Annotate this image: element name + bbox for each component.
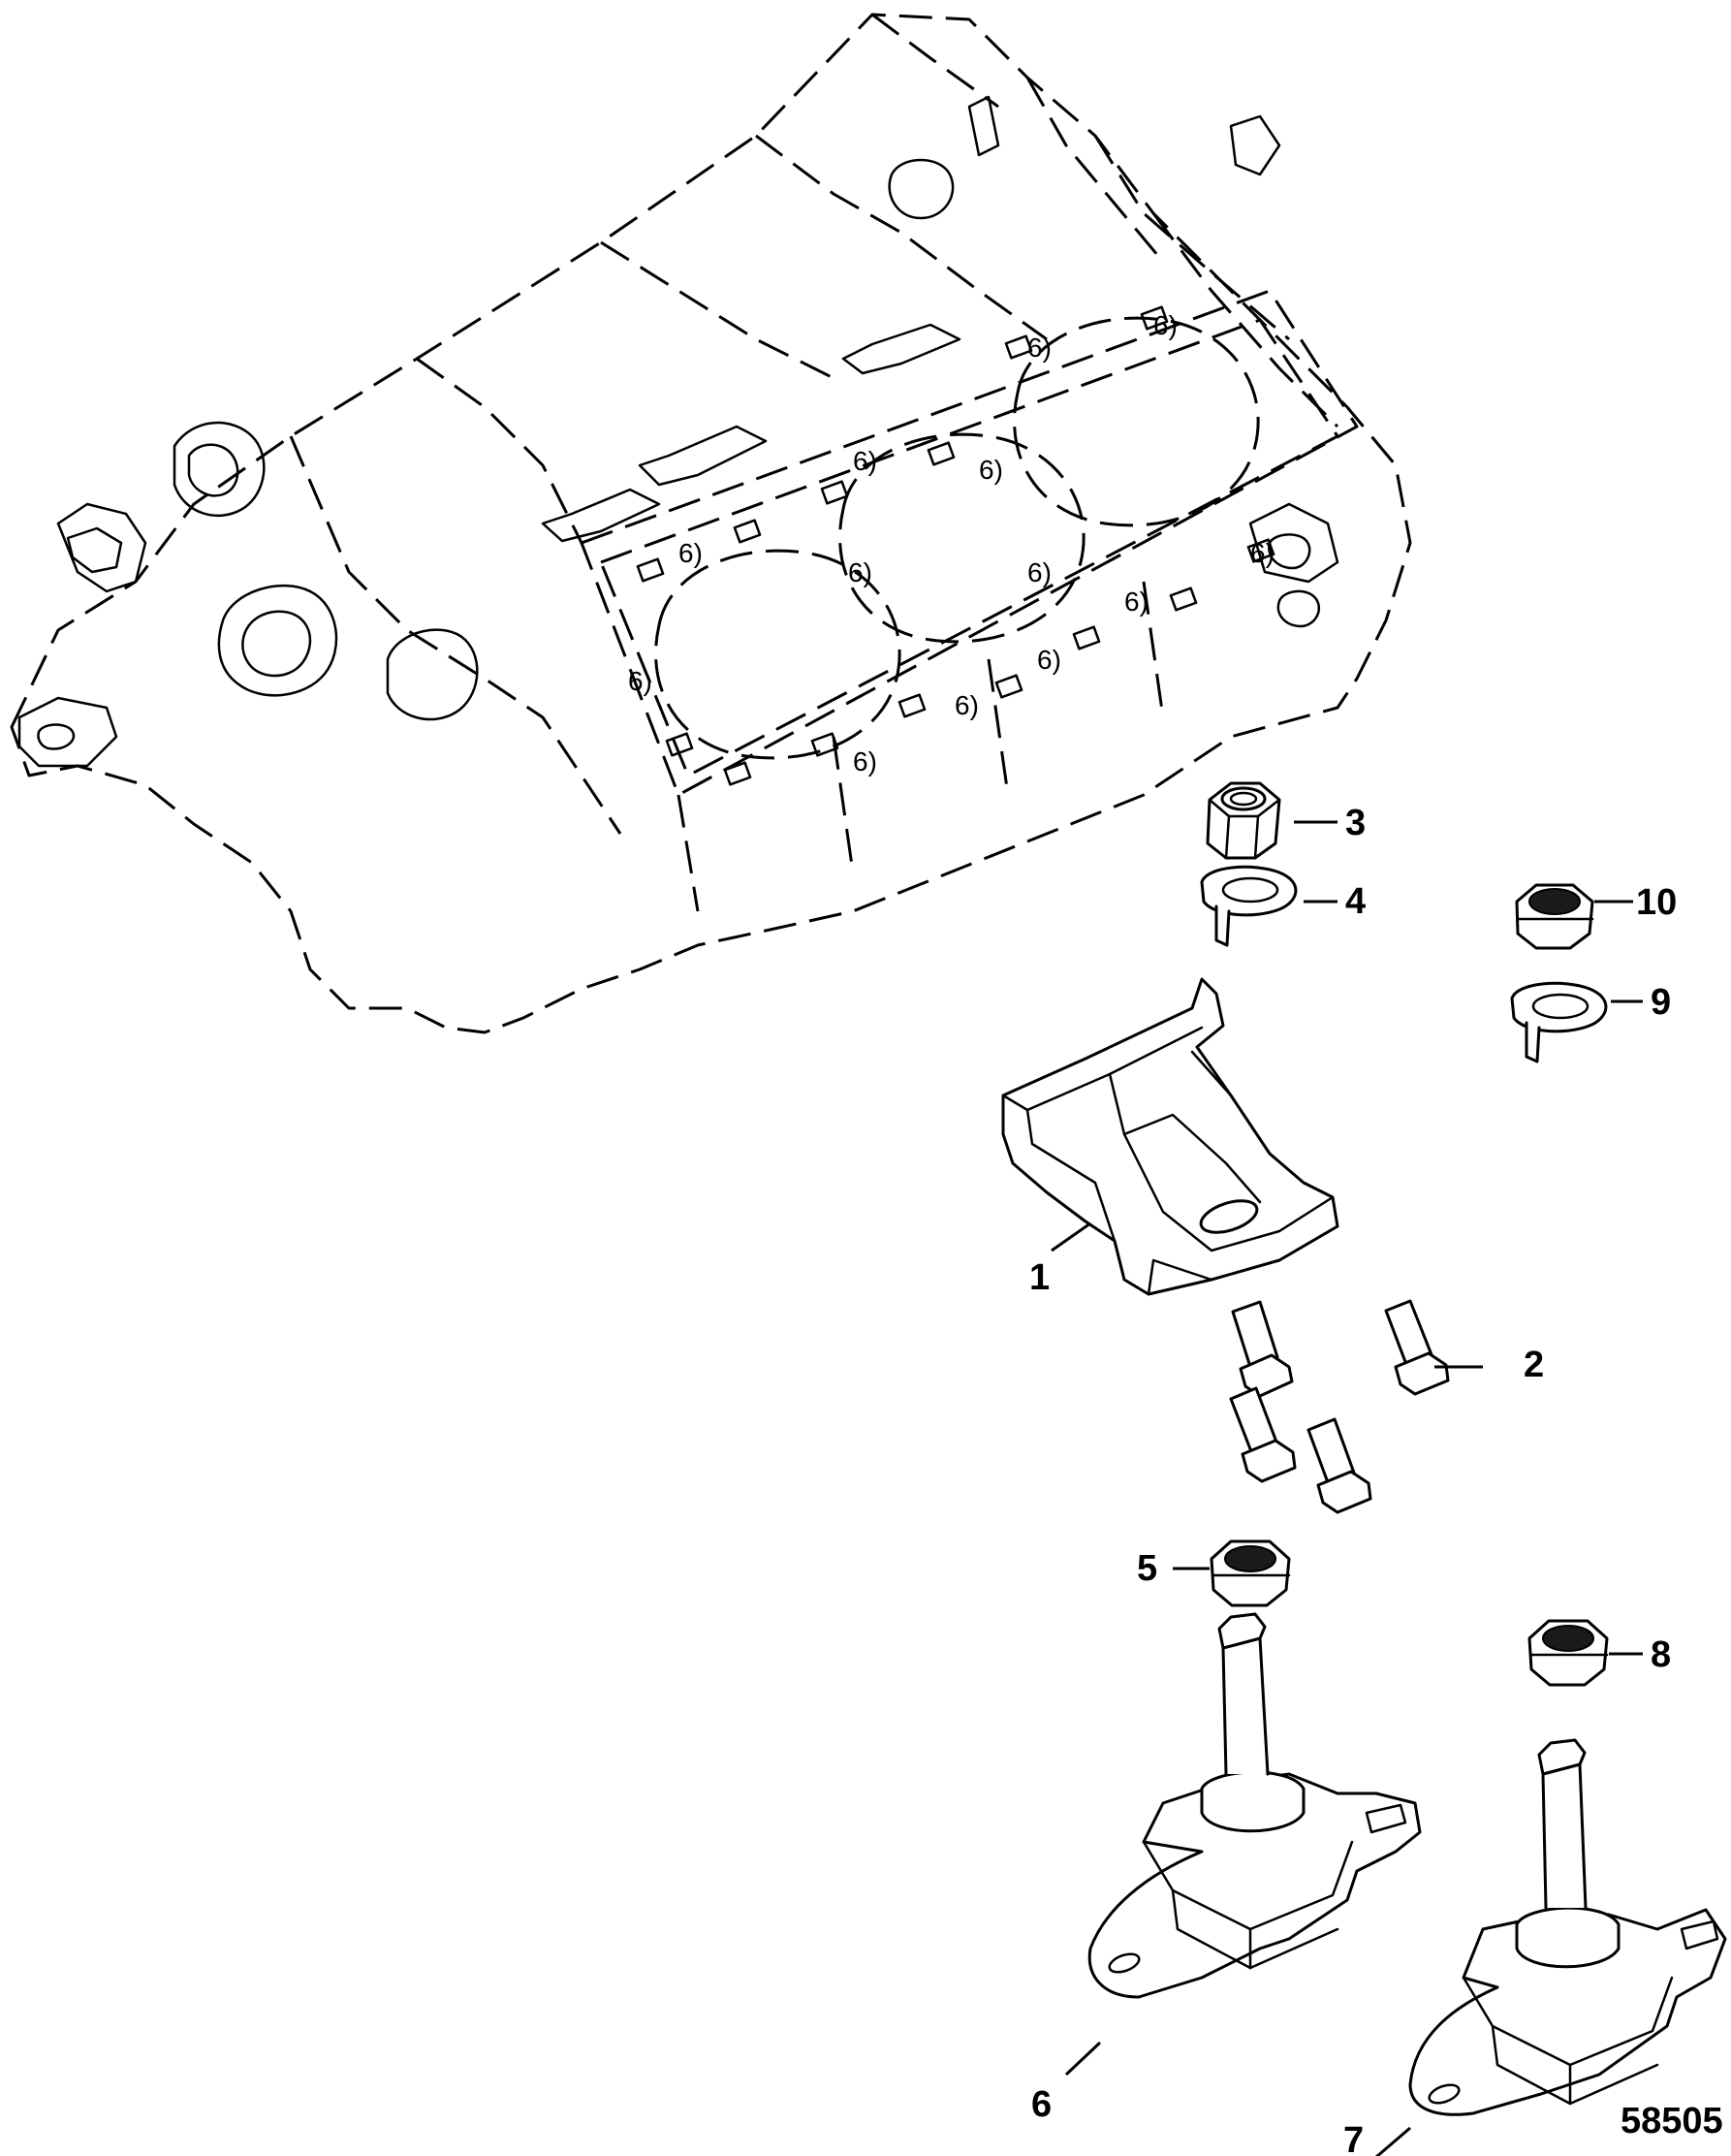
part-9-tab-washer [1510, 981, 1608, 1063]
figure-number: 58505 [1621, 2101, 1723, 2141]
callout-5: 5 [1137, 1548, 1157, 1589]
bolt [1231, 1300, 1294, 1398]
part-8-lock-nut [1527, 1619, 1609, 1687]
callout-numbers: 1 2 3 4 5 6 7 8 9 10 [1029, 803, 1677, 2156]
bore-mark: 6) [1027, 557, 1052, 587]
callout-10: 10 [1636, 882, 1677, 923]
bolt [1229, 1386, 1297, 1483]
leader-7 [1375, 2126, 1411, 2156]
callout-9: 9 [1651, 982, 1671, 1023]
part-2-bolts [1229, 1299, 1450, 1514]
part-3-hex-nut [1206, 781, 1281, 860]
bore-mark: 6) [1037, 645, 1061, 675]
bore-mark: 6) [628, 666, 652, 696]
leader-6 [1064, 2041, 1102, 2077]
part-10-lock-nut [1515, 883, 1594, 950]
callout-8: 8 [1651, 1634, 1671, 1675]
callout-7: 7 [1343, 2120, 1364, 2156]
head-bolt-bosses [636, 305, 1275, 786]
bore-mark: 6) [853, 446, 877, 476]
part-7-engine-mount [1408, 1738, 1727, 2116]
callout-4: 4 [1345, 881, 1366, 922]
bore-mark: 6) [979, 455, 1003, 485]
bore-mark: 6) [955, 690, 979, 720]
callout-6: 6 [1031, 2084, 1052, 2125]
engine-block: 6) 6) 6) 6) 6) 6) 6) 6) 6) 6) 6) 6) 6) [10, 13, 1412, 1034]
part-1-mount-bracket [1001, 977, 1339, 1296]
part-6-engine-mount [1087, 1612, 1422, 1999]
bolt [1306, 1417, 1372, 1514]
part-4-tab-washer [1200, 865, 1298, 947]
bolt [1384, 1299, 1450, 1396]
bore-mark: 6) [848, 557, 872, 587]
part-5-lock-nut [1210, 1539, 1291, 1607]
callout-2: 2 [1524, 1345, 1544, 1385]
leader-1 [1051, 1221, 1091, 1252]
callout-3: 3 [1345, 803, 1366, 843]
bore-casting-marks: 6) 6) 6) 6) 6) 6) 6) 6) 6) 6) 6) 6) 6) [628, 310, 1275, 777]
bore-mark: 6) [1124, 587, 1149, 617]
bore-mark: 6) [1153, 310, 1178, 340]
bore-mark: 6) [1027, 333, 1052, 363]
bore-mark: 6) [853, 746, 877, 777]
callout-leaders [1051, 820, 1643, 2156]
callout-1: 1 [1029, 1257, 1050, 1298]
bore-mark: 6) [678, 538, 703, 568]
bore-mark: 6) [1250, 538, 1275, 568]
